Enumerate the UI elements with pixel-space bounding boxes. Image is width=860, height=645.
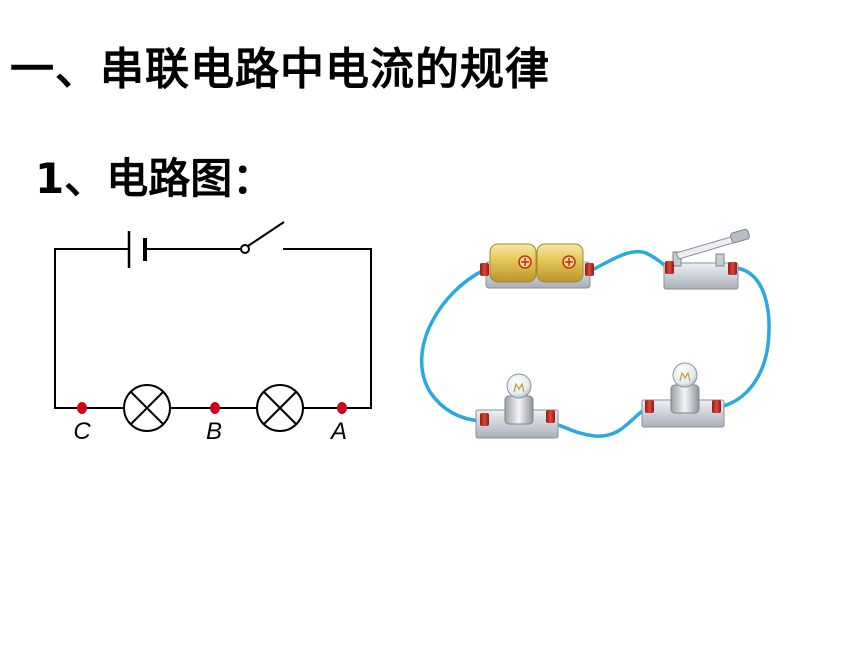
switch-lever [675, 235, 737, 260]
wire-switch-to-lamp2 [718, 266, 771, 409]
switch-base [663, 262, 739, 290]
wire-battery-to-switch [590, 249, 670, 272]
battery-cell-1 [489, 243, 537, 283]
section-heading: 1、电路图： [35, 154, 275, 203]
lamp1-filament [513, 382, 525, 393]
slide-title: 一、串联电路中电流的规律 [10, 44, 550, 95]
lamp2-bulb [672, 362, 698, 388]
lamp2-terminal-left [645, 400, 654, 413]
measurement-points: C B A [73, 402, 347, 445]
point-a-dot [337, 402, 347, 414]
lamp1-terminal-left [480, 413, 489, 426]
point-b-dot [210, 402, 220, 414]
battery-cell-2 [536, 243, 584, 283]
point-a-label: A [329, 418, 347, 445]
plus-icon [562, 255, 576, 269]
lamp-holder-2 [641, 362, 725, 428]
point-c-dot [77, 402, 87, 414]
physical-circuit-illustration [419, 228, 771, 439]
lamp-holder-1 [475, 373, 559, 439]
switch-pivot [240, 244, 250, 254]
lamp-symbol-1 [123, 384, 171, 432]
lamp-symbol-2 [256, 384, 304, 432]
battery-terminal-left [480, 263, 489, 276]
plus-icon [518, 255, 532, 269]
lamp2-filament [679, 371, 691, 382]
switch-handle [730, 228, 750, 244]
switch-terminal-right [728, 262, 737, 275]
point-c-label: C [73, 418, 91, 445]
wire-lamp2-to-lamp1 [552, 405, 650, 438]
battery-pack [480, 243, 594, 289]
switch-hinge [672, 251, 682, 267]
point-b-label: B [206, 418, 222, 445]
lamp1-bulb [506, 373, 532, 399]
lamp2-socket [670, 384, 700, 414]
series-circuit-schematic [54, 221, 372, 432]
wire-battery-to-lamp1 [419, 268, 486, 423]
switch-contact [715, 253, 725, 267]
switch-blade [247, 221, 285, 247]
switch-terminal-left [665, 261, 674, 274]
lamp1-terminal-right [546, 410, 555, 423]
lamp1-socket [504, 395, 534, 425]
battery-terminal-right [585, 263, 594, 276]
knife-switch [663, 228, 750, 290]
lamp2-terminal-right [712, 400, 721, 413]
